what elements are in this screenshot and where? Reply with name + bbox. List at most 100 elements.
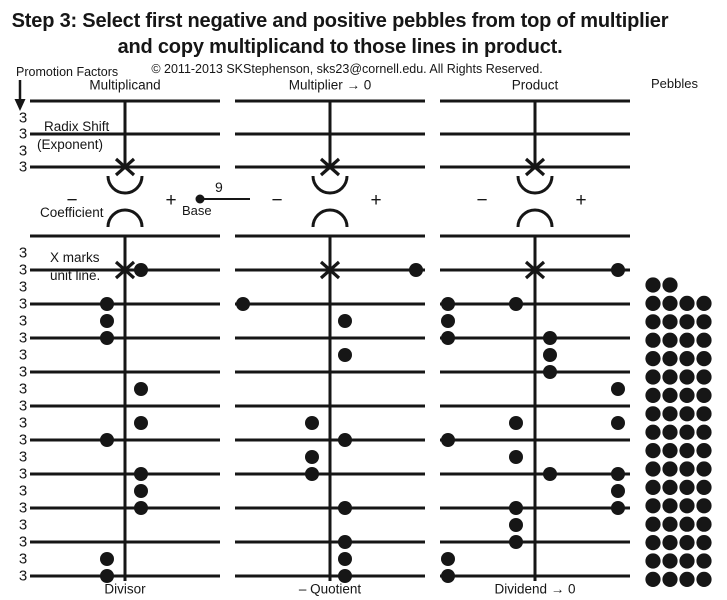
product-footer: Dividend → 0 — [494, 581, 576, 597]
multiplicand-pebble — [100, 297, 114, 311]
pool-pebble — [645, 424, 661, 440]
product-pebble — [509, 501, 523, 515]
pool-pebble — [645, 351, 661, 367]
multiplier-pebble — [338, 348, 352, 362]
product-pebble — [543, 467, 557, 481]
product-pebble — [543, 348, 557, 362]
pool-pebble — [645, 498, 661, 514]
promotion-factor-3: 3 — [18, 125, 28, 143]
multiplicand-unit-x-mark — [114, 260, 136, 280]
pool-pebble — [696, 424, 712, 440]
multiplicand-pebble — [100, 331, 114, 345]
pool-pebble — [696, 332, 712, 348]
multiplier-pebble — [305, 450, 319, 464]
multiplicand-pebble — [100, 433, 114, 447]
pool-pebble — [645, 535, 661, 551]
product-pebble — [441, 331, 455, 345]
product-pebble — [509, 535, 523, 549]
promotion-factor-3: 3 — [18, 448, 28, 466]
multiplicand-pebble — [134, 416, 148, 430]
pool-pebble — [696, 406, 712, 422]
pool-pebble — [696, 535, 712, 551]
product-pebble — [509, 450, 523, 464]
multiplicand-pebble — [134, 382, 148, 396]
pool-pebble — [696, 553, 712, 569]
multiplier-upper-arc — [311, 175, 349, 195]
pool-pebble — [662, 314, 678, 330]
pool-pebble — [696, 295, 712, 311]
pool-pebble — [679, 387, 695, 403]
base-label: Base — [182, 203, 212, 218]
promotion-factor-3: 3 — [18, 465, 28, 483]
multiplicand-pebble — [134, 501, 148, 515]
pool-pebble — [696, 571, 712, 588]
product-pebble — [611, 484, 625, 498]
product-pebble — [543, 365, 557, 379]
product-pebble — [611, 263, 625, 277]
pool-pebble — [662, 387, 678, 403]
promotion-factor-3: 3 — [18, 550, 28, 568]
multiplicand-footer: Divisor — [104, 581, 146, 597]
multiplier-pebble — [338, 501, 352, 515]
product-pebble — [509, 416, 523, 430]
promotion-arrow-head — [14, 99, 26, 111]
multiplier-pebble — [338, 433, 352, 447]
pool-pebble — [645, 461, 661, 477]
multiplicand-upper-arc — [106, 175, 144, 195]
pool-pebble — [645, 369, 661, 385]
promotion-factor-3: 3 — [18, 295, 28, 313]
multiplier-pebble — [338, 569, 352, 583]
base-value: 9 — [215, 179, 223, 195]
promotion-factor-3: 3 — [18, 499, 28, 517]
product-exponent-x-mark — [524, 157, 546, 177]
pebbles-label: Pebbles — [651, 76, 698, 91]
copyright-text: © 2011-2013 SKStephenson, sks23@cornell.… — [151, 62, 543, 76]
multiplier-pebble — [236, 297, 250, 311]
promotion-factor-3: 3 — [18, 533, 28, 551]
pool-pebble — [679, 314, 695, 330]
pool-pebble — [645, 516, 661, 532]
x-marks-label-line-1: X marks — [50, 250, 100, 265]
pool-pebble — [679, 351, 695, 367]
pool-pebble — [662, 406, 678, 422]
radix-shift-label: Radix Shift — [44, 119, 110, 134]
pool-pebble — [662, 424, 678, 440]
product-pebble — [611, 416, 625, 430]
pool-pebble — [696, 351, 712, 367]
pool-pebble — [645, 553, 661, 569]
exponent-label: (Exponent) — [37, 137, 104, 152]
pool-pebble — [679, 516, 695, 532]
pool-pebble — [679, 406, 695, 422]
pool-pebble — [662, 332, 678, 348]
pool-pebble — [662, 535, 678, 551]
pool-pebble — [696, 479, 712, 495]
promotion-factor-3: 3 — [18, 158, 28, 176]
pool-pebble — [679, 443, 695, 459]
promotion-factor-3: 3 — [18, 329, 28, 347]
pool-pebble — [679, 571, 695, 588]
pool-pebble — [662, 443, 678, 459]
pool-pebble — [696, 461, 712, 477]
multiplicand-pebble — [134, 467, 148, 481]
product-pebble — [611, 467, 625, 481]
multiplicand-pebble — [134, 263, 148, 277]
product-unit-x-mark — [524, 260, 546, 280]
pool-pebble — [645, 295, 661, 311]
promotion-factor-3: 3 — [18, 482, 28, 500]
title-line-2: and copy multiplicand to those lines in … — [117, 36, 563, 58]
promotion-factor-3: 3 — [18, 312, 28, 330]
promotion-factor-3: 3 — [18, 261, 28, 279]
promotion-factor-3: 3 — [18, 142, 28, 160]
title-line-1: Step 3: Select first negative and positi… — [11, 10, 669, 32]
multiplier-pebble — [338, 535, 352, 549]
pool-pebble — [696, 443, 712, 459]
x-marks-label-line-2: unit line. — [50, 268, 101, 283]
promotion-factor-3: 3 — [18, 244, 28, 262]
product-plus-sign: + — [575, 190, 587, 211]
promotion-factor-3: 3 — [18, 346, 28, 364]
product-pebble — [441, 433, 455, 447]
pool-pebble — [662, 277, 678, 293]
